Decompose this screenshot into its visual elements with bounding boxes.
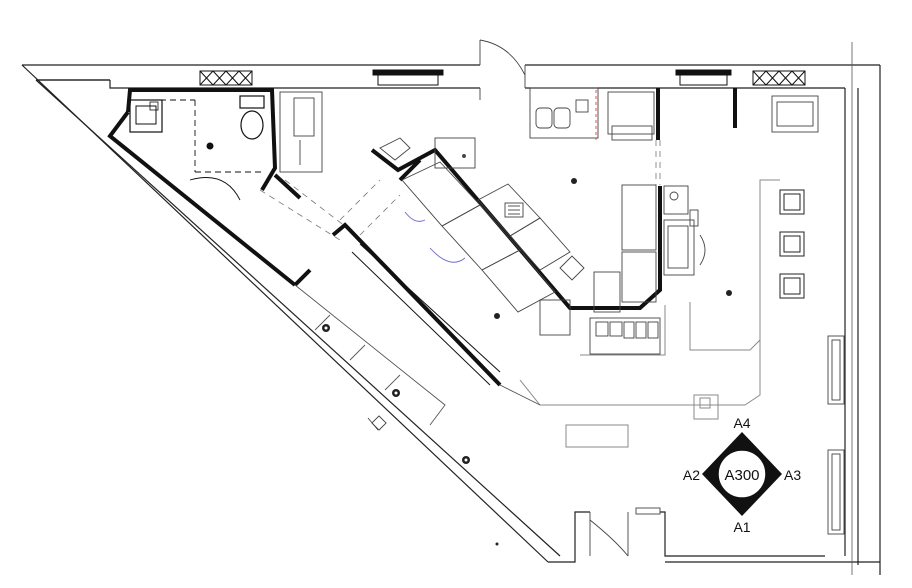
south-door	[589, 507, 661, 557]
elevation-marker-right-label: A3	[784, 467, 801, 483]
elevation-marker-top-label: A4	[733, 415, 750, 431]
service-counter	[519, 179, 780, 448]
east-benches	[827, 335, 845, 535]
stools	[779, 189, 805, 299]
fixtures	[322, 178, 732, 546]
north-wall-openings	[199, 69, 806, 86]
north-counter	[529, 87, 819, 141]
partition-posts	[656, 88, 737, 140]
kitchen-equipment	[379, 137, 706, 355]
elevation-marker-left-label: A2	[683, 467, 700, 483]
dashed-circulation	[259, 179, 401, 241]
kitchen-dashed	[655, 140, 661, 185]
diagonal-counter	[331, 222, 502, 387]
diagonal-booths	[294, 284, 541, 426]
north-door	[479, 39, 526, 100]
elevation-marker: A300 A4 A2 A3 A1	[683, 415, 801, 535]
elevation-marker-bottom-label: A1	[733, 519, 750, 535]
exterior-walls	[21, 42, 881, 575]
restroom	[107, 88, 312, 287]
exterior-fixture	[367, 415, 387, 431]
restroom-counter	[279, 91, 323, 173]
elevation-marker-center-label: A300	[724, 467, 759, 484]
